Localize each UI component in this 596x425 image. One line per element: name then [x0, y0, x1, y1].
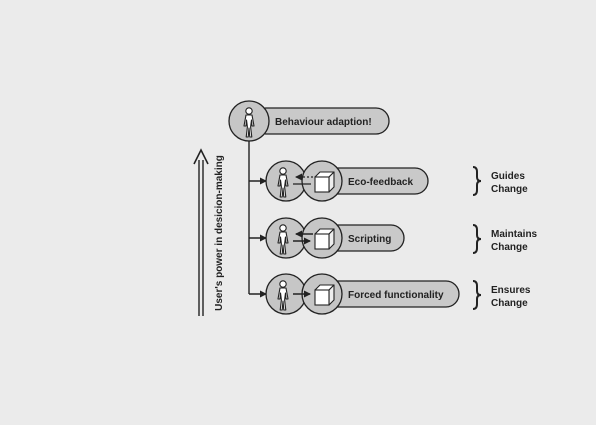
cube-icon — [314, 228, 335, 250]
brace-icon — [472, 224, 482, 254]
brace-icon — [472, 166, 482, 196]
outcome-line1: Guides — [491, 171, 525, 182]
level-forced-functionality: Forced functionality Ensures Change — [249, 273, 531, 315]
power-axis — [193, 148, 209, 316]
power-axis-label: User's power in desicion-making — [214, 155, 225, 311]
cube-icon — [314, 171, 335, 193]
level-scripting: Scripting Maintains Change — [249, 217, 538, 259]
outcome-line2: Change — [491, 298, 528, 309]
level-eco-feedback: Eco-feedback Guides Change — [249, 160, 528, 202]
brace-icon — [472, 280, 482, 310]
outcome-line2: Change — [491, 184, 528, 195]
level-label: Scripting — [348, 234, 391, 245]
top-node-label: Behaviour adaption! — [275, 117, 372, 128]
outcome-line1: Maintains — [491, 229, 538, 240]
outcome-line2: Change — [491, 242, 528, 253]
cube-icon — [314, 284, 335, 306]
outcome-line1: Ensures — [491, 285, 531, 296]
level-label: Forced functionality — [348, 290, 444, 301]
level-label: Eco-feedback — [348, 177, 413, 188]
top-node: Behaviour adaption! — [228, 100, 390, 142]
